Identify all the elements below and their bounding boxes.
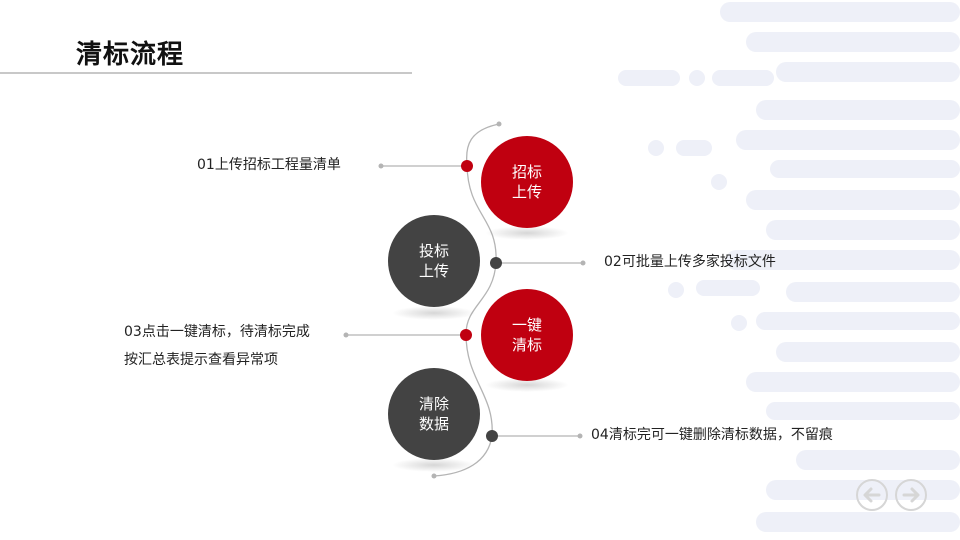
next-slide-button[interactable]	[895, 479, 927, 511]
step-circle-label: 招标 上传	[511, 163, 542, 201]
step-description-3-line-1: 03点击一键清标，待清标完成	[124, 324, 310, 340]
step-description-3-line-2: 按汇总表提示查看异常项	[124, 352, 278, 368]
page-title: 清标流程	[76, 40, 185, 70]
arrow-left-icon	[863, 487, 881, 503]
step-circle-label: 清除 数据	[418, 395, 449, 433]
step-circle-clear-data: 清除 数据	[388, 368, 480, 460]
circle-shadow	[392, 306, 476, 320]
step-circle-bid-upload: 招标 上传	[481, 136, 573, 228]
step-description-1: 01上传招标工程量清单	[197, 157, 341, 173]
circle-shadow	[485, 378, 569, 392]
step-circle-label: 投标 上传	[418, 242, 449, 280]
title-divider	[0, 72, 412, 74]
step-circle-tender-upload: 投标 上传	[388, 215, 480, 307]
step-circle-one-click-check: 一键 清标	[481, 289, 573, 381]
step-description-4: 04清标完可一键删除清标数据，不留痕	[591, 427, 833, 443]
prev-slide-button[interactable]	[856, 479, 888, 511]
arrow-right-icon	[902, 487, 920, 503]
circle-shadow	[485, 226, 569, 240]
step-description-2: 02可批量上传多家投标文件	[604, 254, 776, 270]
circle-shadow	[392, 458, 476, 472]
step-circle-label: 一键 清标	[511, 316, 542, 354]
